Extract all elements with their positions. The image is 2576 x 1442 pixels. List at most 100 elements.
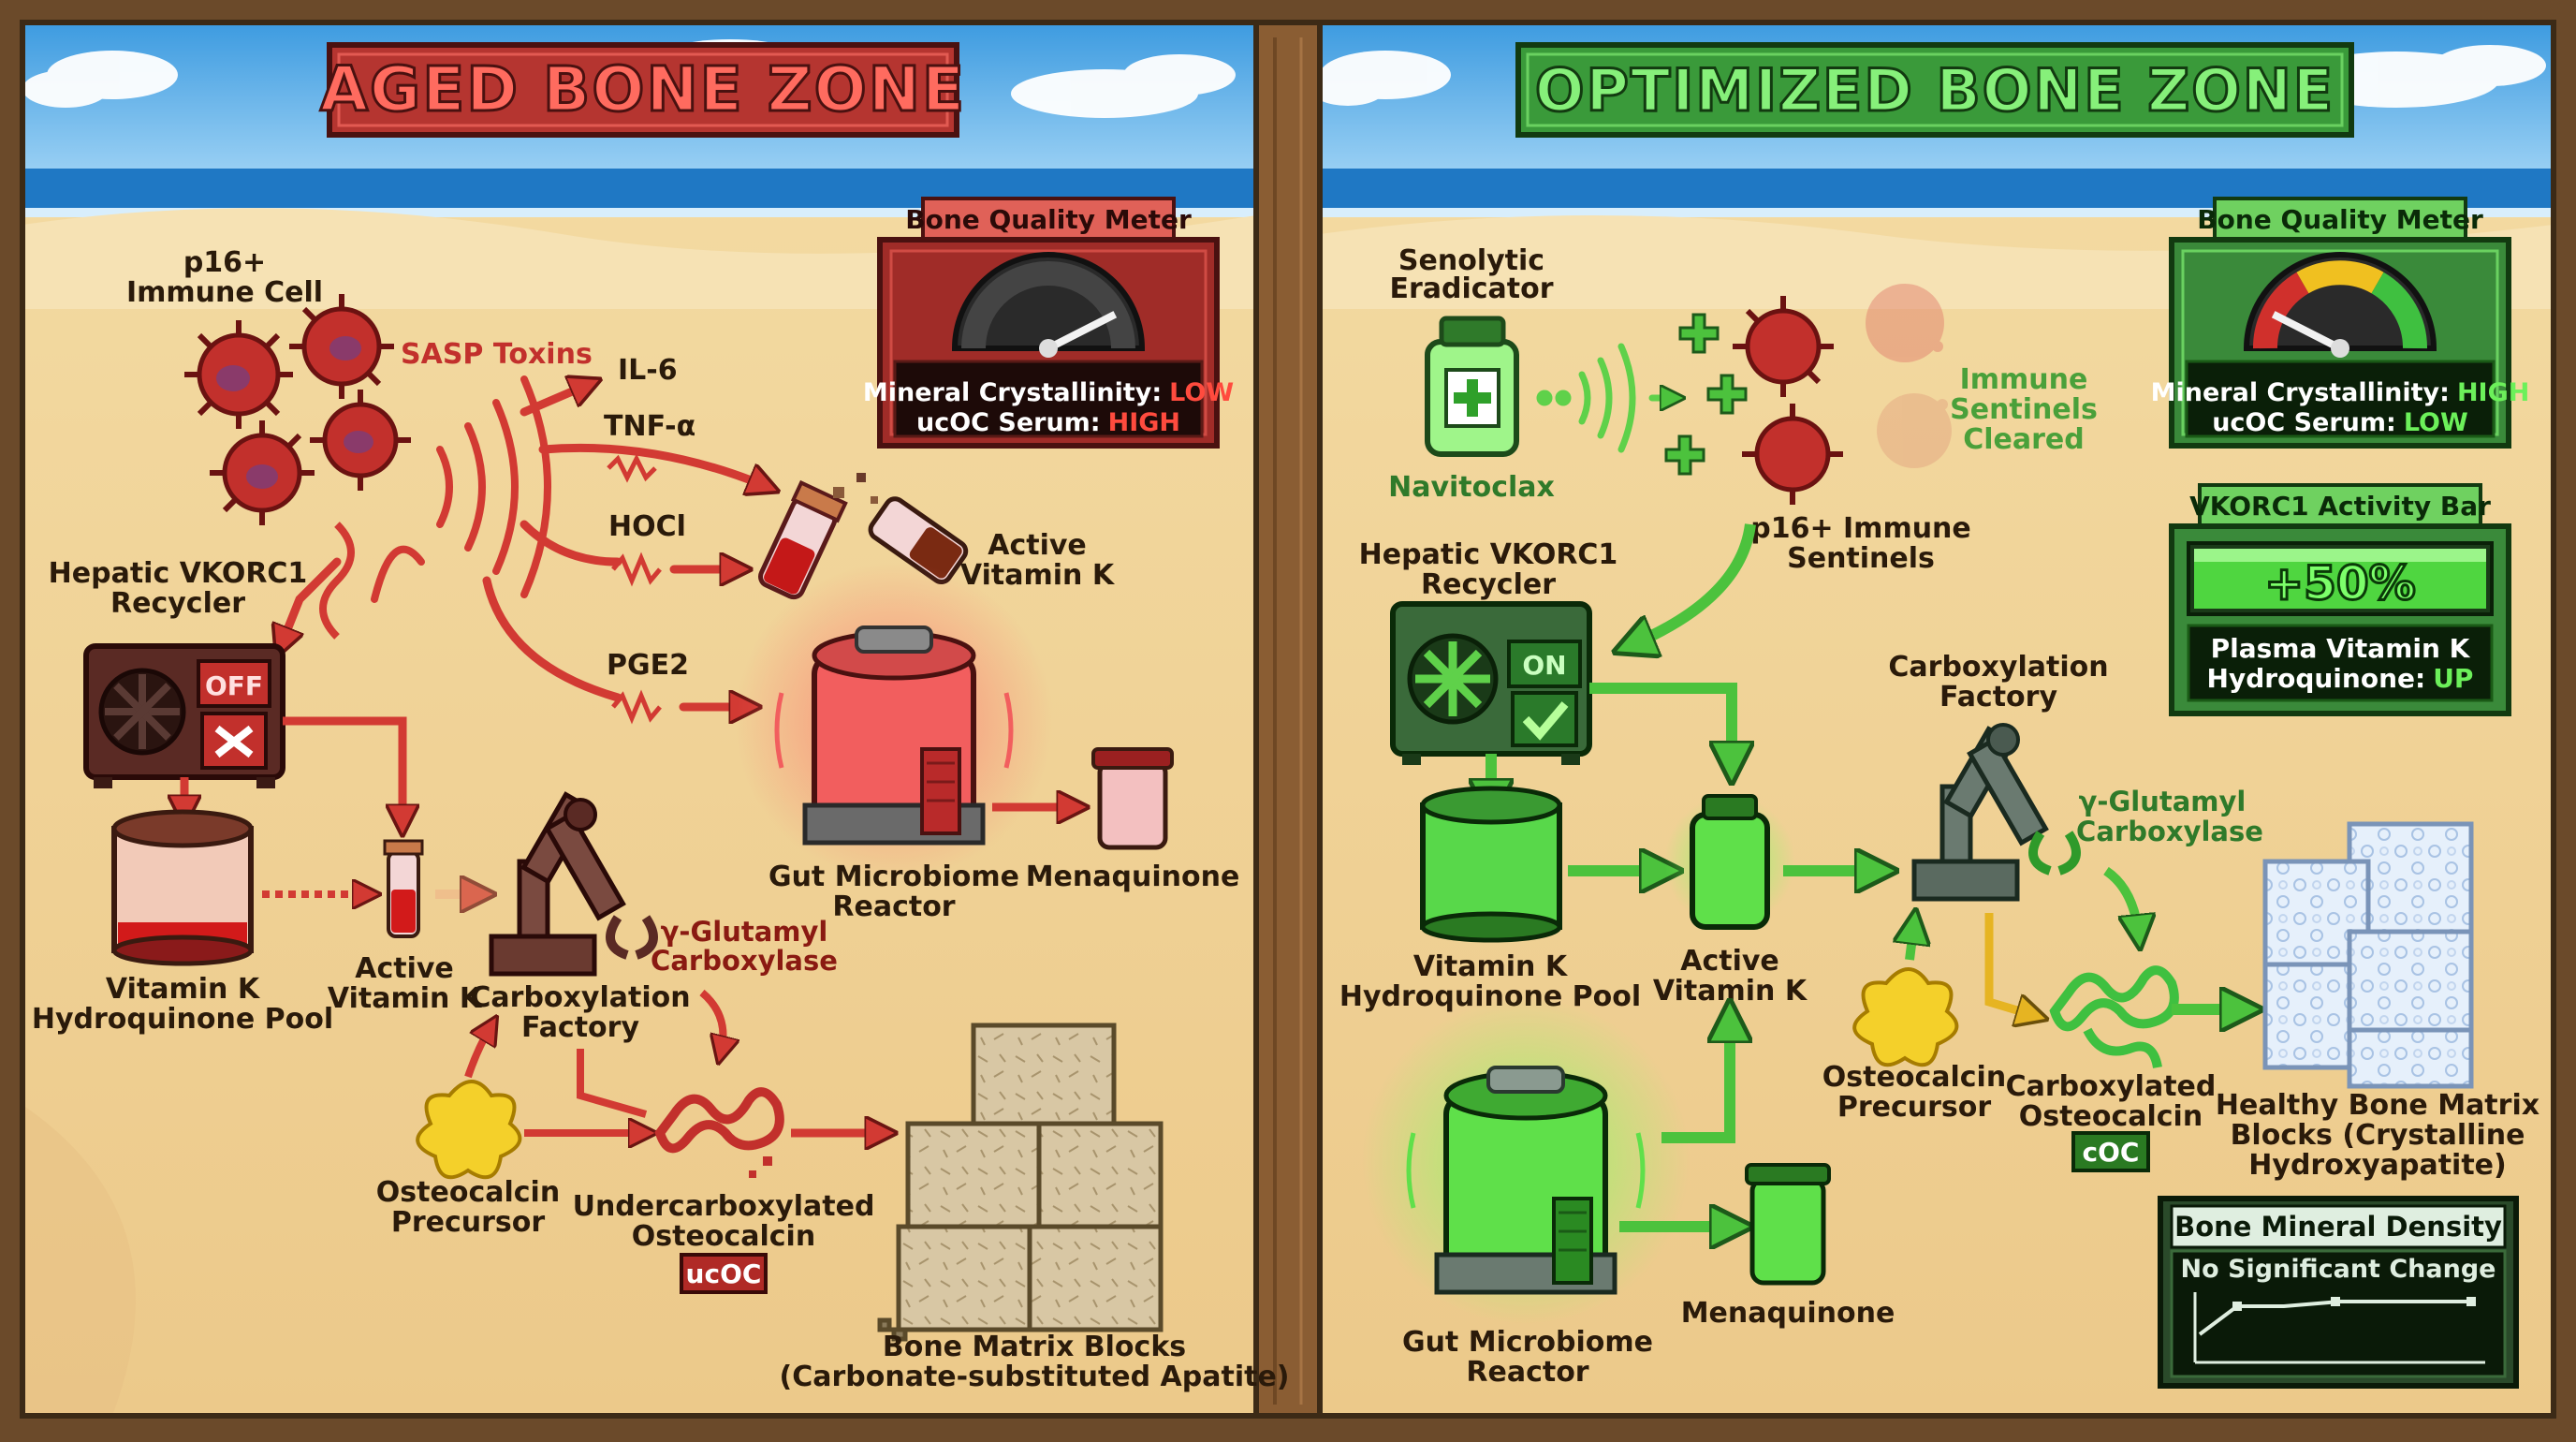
vkorc1-bar-value: +50% <box>2264 556 2416 611</box>
optimized-crystallinity-label: Mineral Crystallinity: <box>2151 378 2450 407</box>
navitoclax-bottle <box>1425 316 1519 457</box>
aged-active-vitk-label-2: Vitamin K <box>328 982 483 1015</box>
aged-ucoc-line: ucOC Serum:HIGH <box>916 408 1180 437</box>
plus-sparkles <box>1664 313 1748 476</box>
aged-recycler-label-2: Recycler <box>110 587 245 620</box>
carboxylase-to-product-arrow <box>699 989 724 1053</box>
density-title: Bone Mineral Density <box>2174 1211 2502 1243</box>
aged-carboxylase-label-2: Carboxylase <box>651 945 838 977</box>
optimized-carboxylase-label-2: Carboxylase <box>2076 816 2263 847</box>
aged-ucoc-label: ucOC Serum: <box>916 408 1101 437</box>
factory-to-coc-arrow <box>1984 913 2036 1016</box>
toxin-arrows <box>281 384 768 707</box>
optimized-pool-label-1: Vitamin K <box>1413 950 1569 983</box>
aged-product-badge: ucOC <box>686 1258 762 1289</box>
optimized-precursor-label-1: Osteocalcin <box>1822 1061 2006 1094</box>
toxin-zigzags <box>607 453 662 725</box>
optimized-product-label-2: Osteocalcin <box>2019 1100 2203 1133</box>
aged-gut-reactor <box>735 562 1053 880</box>
aged-hydroquinone-pool <box>111 809 254 966</box>
sentinels-label-1: p16+ Immune <box>1750 512 1971 545</box>
optimized-recycler-label-1: Hepatic VKORC1 <box>1359 538 1618 571</box>
optimized-title-banner: OPTIMIZED BONE ZONE <box>1515 42 2354 138</box>
senolytic-waves <box>1536 343 1676 453</box>
optimized-recycler-label-2: Recycler <box>1421 568 1556 601</box>
aged-crystallinity-label: Mineral Crystallinity: <box>863 378 1162 407</box>
precursor-to-factory-arrow <box>464 1025 491 1079</box>
optimized-hydroquinone-pool <box>1420 786 1562 943</box>
aged-bone-label-1: Bone Matrix Blocks <box>883 1331 1186 1363</box>
optimized-ucoc-value: LOW <box>2404 408 2468 437</box>
vkorc1-activity-bar-panel: VKORC1 Activity Bar +50% Plasma Vitamin … <box>2169 483 2511 716</box>
aged-ucoc-squiggle <box>654 1087 784 1178</box>
eradicator-label-2: Eradicator <box>1389 272 1553 305</box>
healthy-bone-matrix-blocks <box>2262 821 2474 1089</box>
aged-bone-quality-meter: Bone Quality Meter Mineral Crystallinity… <box>863 197 1234 449</box>
optimized-reactor-label-1: Gut Microbiome <box>1402 1326 1653 1359</box>
navitoclax-label: Navitoclax <box>1388 471 1555 504</box>
optimized-ucoc-line: ucOC Serum: LOW <box>2212 408 2468 437</box>
toxin-tnf: TNF-α <box>604 410 695 443</box>
optimized-active-vitk-label-1: Active <box>1680 945 1779 978</box>
aged-product-label-1: Undercarboxylated <box>573 1190 875 1223</box>
aged-crystallinity-line: Mineral Crystallinity:LOW <box>863 378 1234 407</box>
density-subtitle: No Significant Change <box>2181 1255 2496 1284</box>
aged-menaquinone-jar <box>1091 747 1174 850</box>
p16-immune-cells-aged <box>184 294 411 525</box>
aged-factory-label-1: Carboxylation <box>470 981 690 1014</box>
aged-crystallinity-value: LOW <box>1169 378 1234 407</box>
p16-immune-sentinels-optimized <box>1733 284 1952 505</box>
optimized-bone-quality-meter: Bone Quality Meter Mineral Crystallinity… <box>2151 197 2530 449</box>
carboxylase-to-coc-arrow <box>2103 866 2139 936</box>
aged-immune-cell-label-1: p16+ <box>183 246 266 279</box>
optimized-bone-label-2: Blocks (Crystalline <box>2231 1119 2525 1152</box>
aged-ucoc-value: HIGH <box>1108 408 1180 437</box>
aged-osteocalcin-precursor <box>416 1080 522 1180</box>
optimized-carboxylation-factory <box>1911 723 2081 902</box>
reactor-to-active-vitk-arrow <box>1661 1016 1730 1143</box>
aged-recycler-machine: OFF <box>83 643 285 788</box>
optimized-bone-label-1: Healthy Bone Matrix <box>2216 1089 2539 1122</box>
aged-bone-label-2: (Carbonate-substituted Apatite) <box>779 1361 1289 1393</box>
optimized-carboxylase-label-1: γ-Glutamyl <box>2079 786 2247 817</box>
optimized-product-badge: cOC <box>2083 1137 2140 1168</box>
optimized-product-label-1: Carboxylated <box>2006 1070 2217 1103</box>
cleared-label-1: Immune <box>1960 363 2088 396</box>
toxin-pge2: PGE2 <box>607 649 689 682</box>
aged-product-label-2: Osteocalcin <box>632 1220 815 1253</box>
aged-menaquinone-label: Menaquinone <box>1026 861 1240 893</box>
optimized-menaquinone-label: Menaquinone <box>1681 1297 1895 1330</box>
aged-title: AGED BONE ZONE <box>320 53 966 125</box>
optimized-title: OPTIMIZED BONE ZONE <box>1535 56 2334 125</box>
aged-immune-cell-label-2: Immune Cell <box>126 276 323 309</box>
plasma-label-2: Hydroquinone: <box>2207 663 2426 694</box>
factory-to-product-line <box>577 1049 648 1118</box>
active-vitamin-k-top-2: Vitamin K <box>960 559 1116 592</box>
on-check-icon <box>1522 701 1569 741</box>
toxin-il6: IL-6 <box>618 354 678 387</box>
off-x-icon <box>214 725 254 758</box>
plasma-value: UP <box>2433 663 2473 694</box>
active-vitamin-k-top-1: Active <box>988 529 1087 562</box>
aged-carboxylation-factory <box>489 791 658 977</box>
center-divider-post <box>1253 20 1323 1419</box>
aged-reactor-label-1: Gut Microbiome <box>768 861 1019 893</box>
aged-precursor-label-2: Precursor <box>391 1206 546 1239</box>
sentinels-to-recycler-arrow <box>1629 523 1756 646</box>
optimized-meter-needle <box>2271 311 2342 352</box>
optimized-factory-label-1: Carboxylation <box>1888 651 2108 684</box>
optimized-crystallinity-line: Mineral Crystallinity:HIGH <box>2151 378 2530 407</box>
plus-icon <box>1454 379 1491 417</box>
broken-vitamin-k-vials <box>758 473 969 600</box>
recycler-to-active-vitk-arrow <box>1589 683 1732 768</box>
optimized-reactor-label-2: Reactor <box>1466 1356 1588 1389</box>
optimized-crystallinity-value: HIGH <box>2457 378 2529 407</box>
aged-recycler-label-1: Hepatic VKORC1 <box>49 557 308 590</box>
optimized-menaquinone-jar <box>1745 1163 1831 1286</box>
optimized-recycler-machine: ON <box>1390 601 1592 765</box>
ucoc-badge <box>680 1253 768 1294</box>
precursor-to-factory-arrow <box>1910 922 1914 961</box>
cleared-label-2: Sentinels <box>1950 393 2098 426</box>
optimized-ucoc-label: ucOC Serum: <box>2212 408 2396 437</box>
